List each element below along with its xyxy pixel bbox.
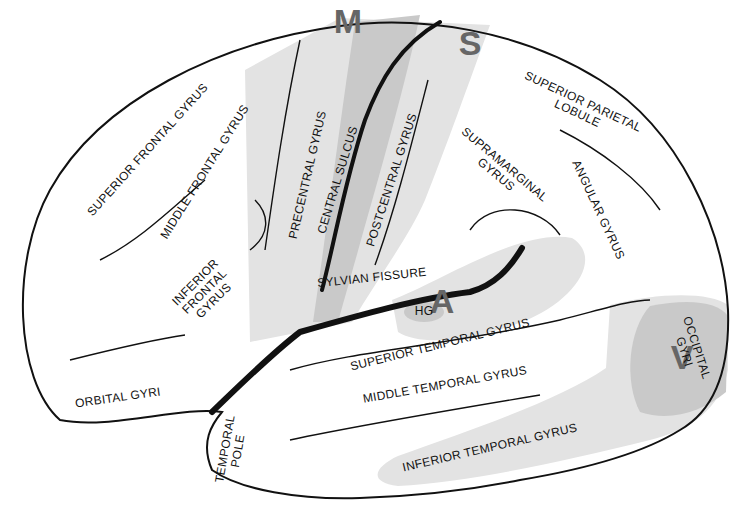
gyrus-label: SUPRAMARGINAL GYRUS: [449, 125, 550, 216]
gyrus-label: MIDDLE TEMPORAL GYRUS: [362, 364, 528, 406]
primary-visual-area: [630, 302, 728, 416]
area-letter: M: [334, 3, 362, 40]
sulci: [70, 40, 660, 440]
gyrus-label: INFERIOR FRONTAL GYRUS: [163, 250, 248, 335]
gyrus-label: TEMPORAL POLE: [212, 408, 252, 491]
brain-outline: [23, 23, 728, 499]
auditory-area: [392, 237, 585, 341]
area-letter: A: [430, 283, 455, 320]
gyrus-label: ORBITAL GYRI: [74, 385, 161, 410]
gyrus-label: HG: [415, 305, 434, 318]
gyrus-label: SUPERIOR PARIETAL LOBULE: [511, 66, 649, 149]
area-letter: S: [459, 25, 482, 62]
